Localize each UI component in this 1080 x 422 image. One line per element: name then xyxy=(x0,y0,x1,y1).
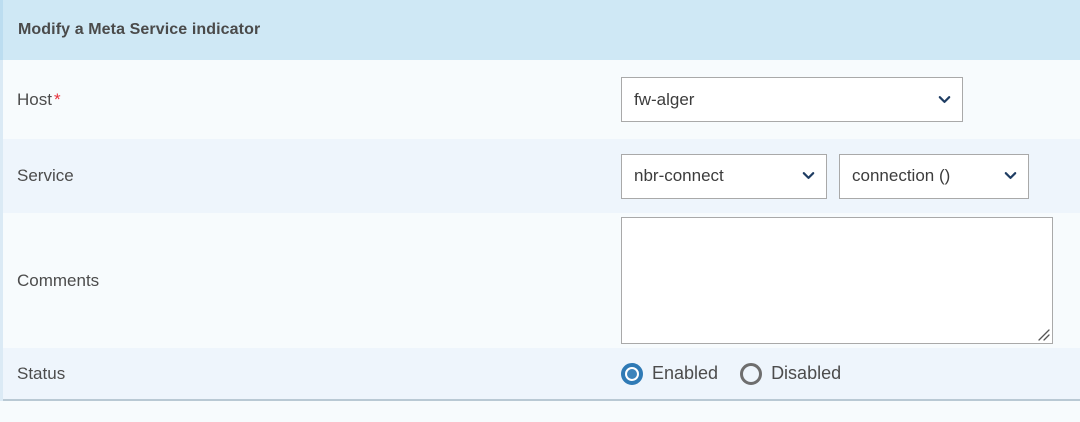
comments-textarea[interactable] xyxy=(622,218,1052,343)
chevron-down-icon xyxy=(802,169,815,182)
form-row-comments: Comments xyxy=(3,213,1080,348)
chevron-down-icon xyxy=(1004,169,1017,182)
service-label-text: Service xyxy=(17,166,74,185)
status-radio-disabled-label: Disabled xyxy=(771,363,842,383)
host-select-value: fw-alger xyxy=(634,89,695,109)
form-row-host: Host* fw-alger xyxy=(3,60,1080,139)
panel-header: Modify a Meta Service indicator xyxy=(0,0,1080,60)
status-label-text: Status xyxy=(17,363,66,383)
status-radio-disabled[interactable]: Disabled xyxy=(740,362,842,385)
comments-label: Comments xyxy=(15,271,621,291)
radio-selected-icon[interactable] xyxy=(621,362,643,385)
status-radio-enabled-label: Enabled xyxy=(652,363,719,383)
form-row-status: Status Enabled Disabled xyxy=(3,348,1080,401)
comments-control xyxy=(621,217,1080,344)
form-rows: Host* fw-alger Service n xyxy=(0,60,1080,401)
status-label: Status xyxy=(15,364,621,384)
status-radio-enabled[interactable]: Enabled xyxy=(621,362,719,385)
host-control: fw-alger xyxy=(621,77,1080,122)
service-instance-value: connection () xyxy=(852,166,951,185)
comments-textarea-wrapper xyxy=(621,217,1053,344)
page-title: Modify a Meta Service indicator xyxy=(18,21,261,38)
host-label-text: Host xyxy=(17,89,52,109)
comments-label-text: Comments xyxy=(17,270,100,290)
service-label: Service xyxy=(15,166,621,186)
status-radio-group: Enabled Disabled xyxy=(621,362,842,385)
form-row-service: Service nbr-connect connection () xyxy=(3,139,1080,213)
host-label: Host* xyxy=(15,90,621,110)
host-select[interactable]: fw-alger xyxy=(621,77,963,122)
service-instance-select[interactable]: connection () xyxy=(839,153,1029,199)
radio-unselected-icon[interactable] xyxy=(740,362,763,385)
service-select-value: nbr-connect xyxy=(634,166,724,185)
service-control: nbr-connect connection () xyxy=(621,153,1080,199)
service-select[interactable]: nbr-connect xyxy=(621,153,827,199)
chevron-down-icon xyxy=(938,93,951,106)
status-control: Enabled Disabled xyxy=(621,362,1080,385)
required-asterisk: * xyxy=(53,89,61,109)
